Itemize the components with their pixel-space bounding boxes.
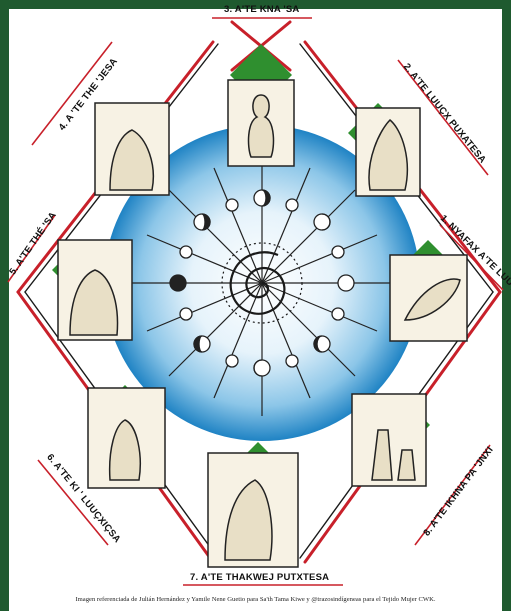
image-credit-caption: Imagen referenciada de Julián Hernández … xyxy=(0,596,511,603)
stage-7-label: 7. A'TE THAKWEJ PUTXTESA xyxy=(190,572,329,583)
stage-3-label: 3. A'TE KNA 'SA xyxy=(224,4,299,15)
